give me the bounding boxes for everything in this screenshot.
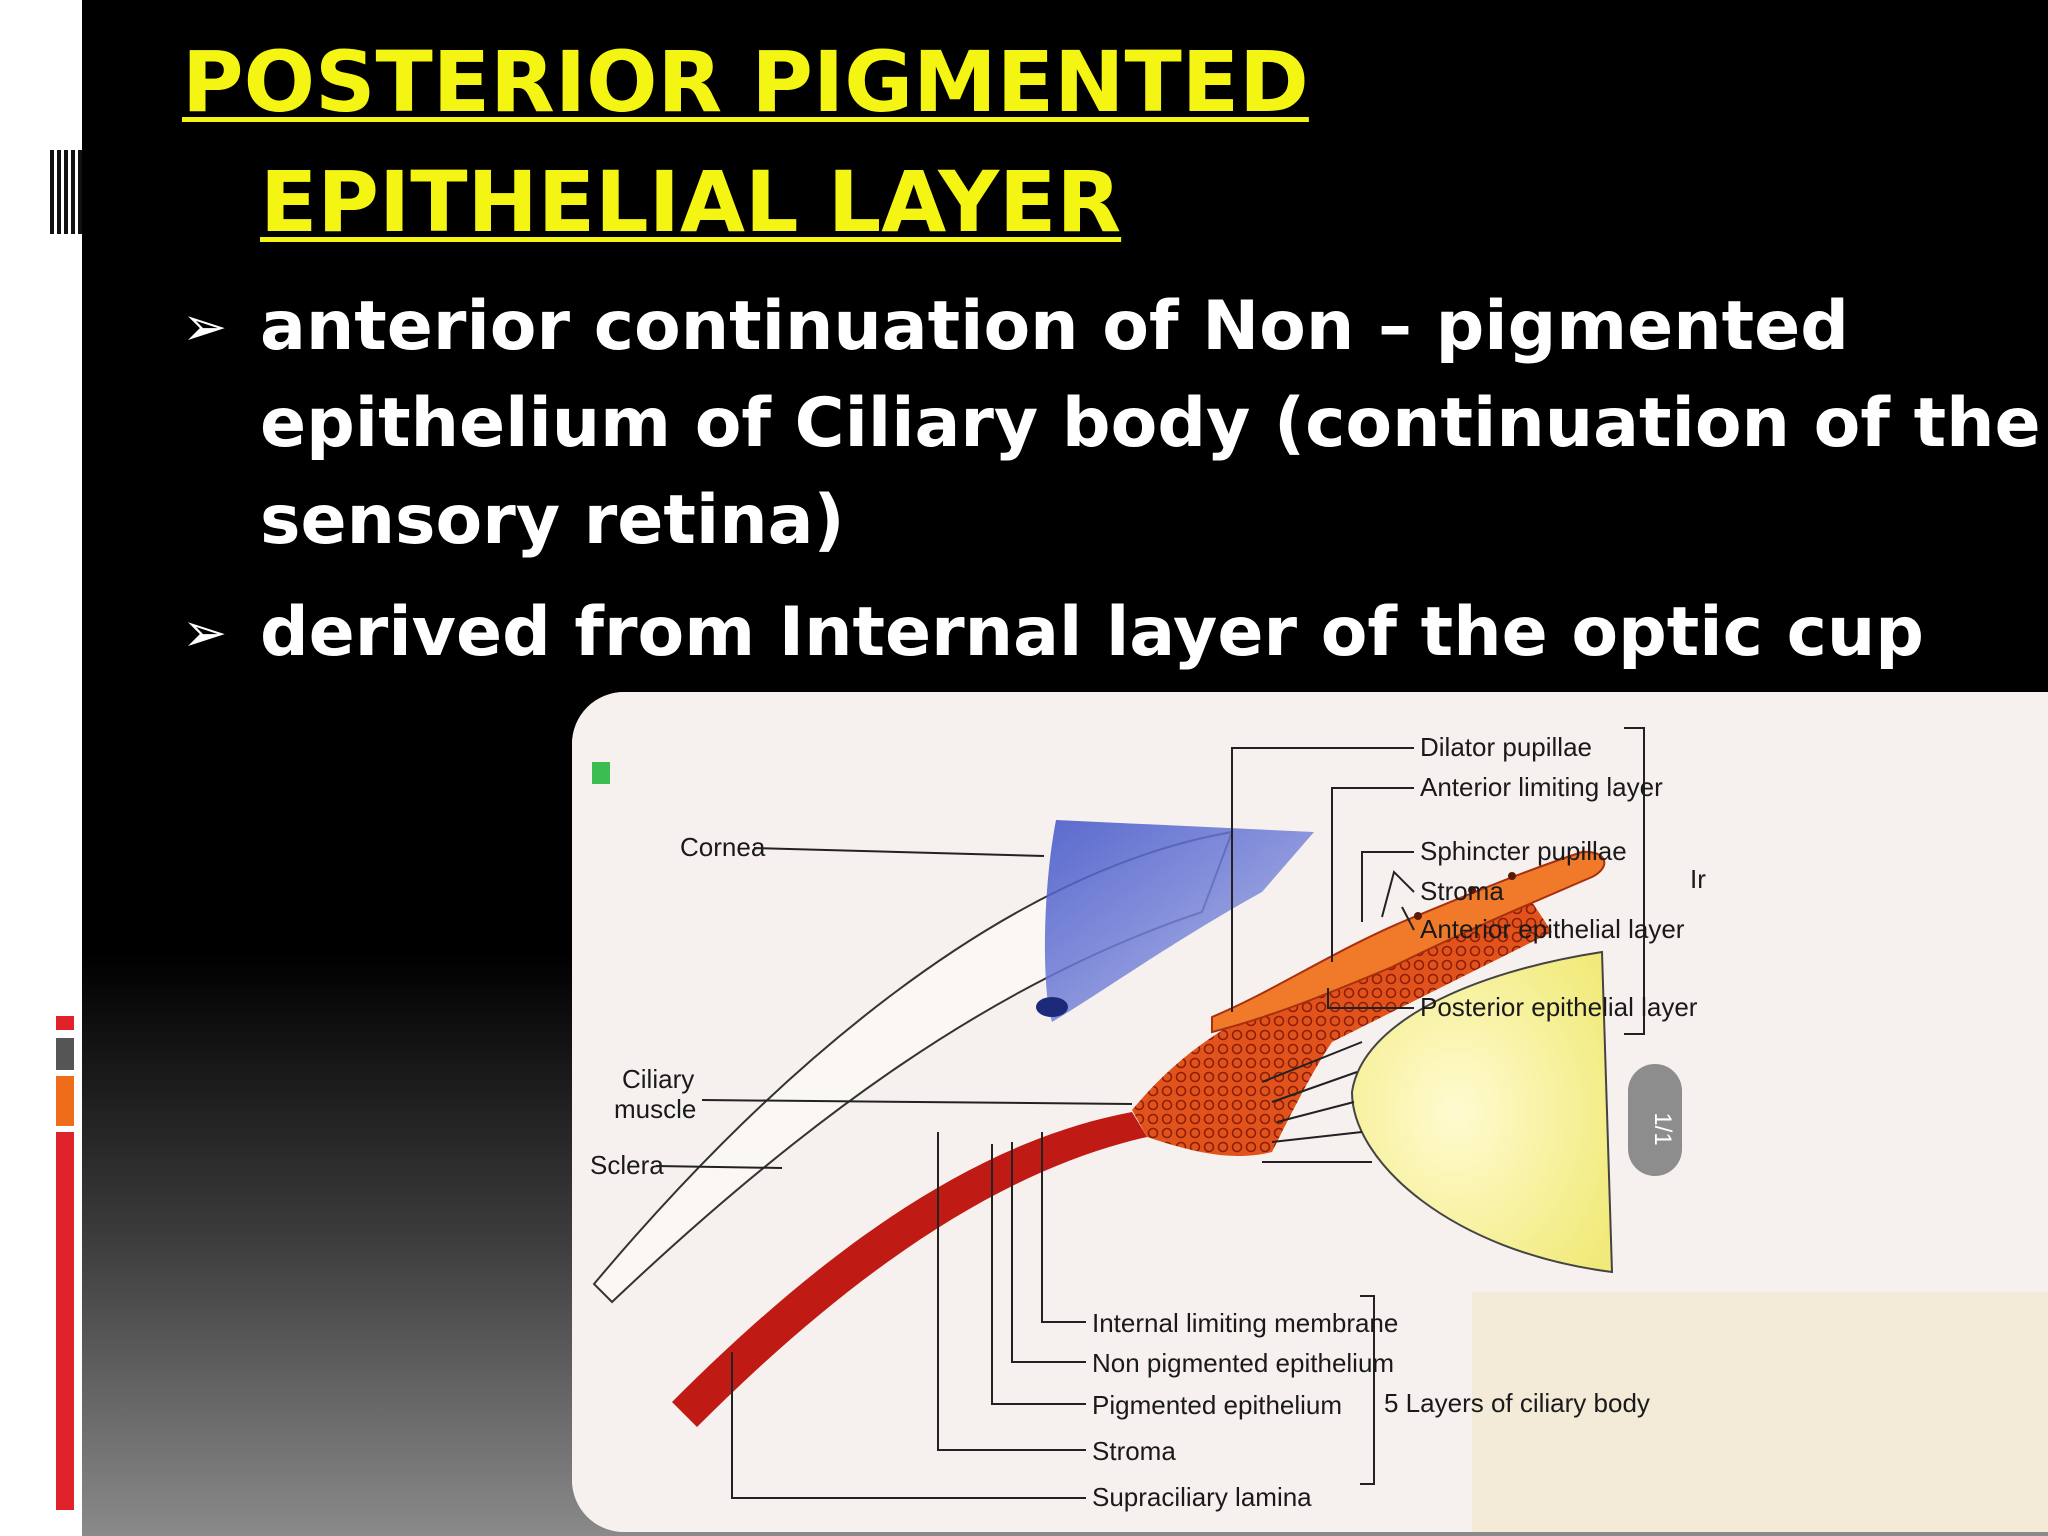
slide: POSTERIOR PIGMENTED EPITHELIAL LAYER ➢ a… [82, 0, 2048, 1536]
label-pigmented-epithelium: Pigmented epithelium [1092, 1390, 1342, 1420]
label-non-pigmented-epithelium: Non pigmented epithelium [1092, 1348, 1394, 1378]
leader-cornea [753, 847, 1045, 857]
leader-ciliary-muscle [701, 1099, 1133, 1105]
label-internal-limiting-membrane: Internal limiting membrane [1092, 1308, 1398, 1338]
left-decoration [0, 0, 82, 1536]
iris-dot [1468, 886, 1476, 894]
schlemm-canal [1036, 997, 1068, 1017]
ciliary-body [1132, 902, 1552, 1157]
iris-leaders [1231, 727, 1645, 1035]
arrow-bullet-icon: ➢ [182, 295, 228, 358]
red-bar [56, 1132, 74, 1510]
slide-title: POSTERIOR PIGMENTED EPITHELIAL LAYER [182, 22, 1309, 262]
label-dilator-pupillae: Dilator pupillae [1420, 732, 1592, 762]
label-ciliary-muscle-2: muscle [614, 1094, 696, 1124]
label-ciliary-muscle-1: Ciliary [622, 1064, 694, 1094]
cornea-shape [1044, 820, 1314, 1022]
ciliary-leaders [731, 1132, 1375, 1499]
red-marker [56, 1016, 74, 1030]
label-stroma-iris: Stroma [1420, 876, 1504, 906]
lens [1350, 950, 1614, 1274]
bullet-2-line-1: derived from Internal layer of the optic… [260, 593, 1924, 672]
arrow-bullet-icon: ➢ [182, 601, 228, 664]
label-cornea: Cornea [680, 832, 766, 862]
barcode-decoration [50, 150, 82, 234]
iris-dot [1414, 912, 1422, 920]
label-anterior-epithelial-layer: Anterior epithelial layer [1420, 914, 1685, 944]
page-badge-text: 1/1 [1649, 1112, 1676, 1145]
bullet-1-line-1: anterior continuation of Non – pigmented [260, 287, 1849, 366]
label-sphincter-pupillae: Sphincter pupillae [1420, 836, 1627, 866]
label-anterior-limiting-layer: Anterior limiting layer [1420, 772, 1663, 802]
ciliary-body-diagram: Cornea Ciliary muscle Sclera Dilator pup… [572, 692, 2048, 1532]
diagram-svg: Cornea Ciliary muscle Sclera Dilator pup… [572, 692, 2048, 1532]
page-badge [1628, 1064, 1682, 1176]
label-five-layers: 5 Layers of ciliary body [1384, 1388, 1650, 1418]
zonule-fibres [1261, 1041, 1372, 1163]
label-supraciliary-lamina: Supraciliary lamina [1092, 1482, 1312, 1512]
paper-stain [1472, 1292, 2048, 1532]
title-line-1: POSTERIOR PIGMENTED [182, 33, 1309, 131]
label-sclera: Sclera [590, 1150, 664, 1180]
label-iris-bracket: Ir [1690, 864, 1706, 894]
supraciliary-band [672, 1112, 1147, 1427]
title-line-2: EPITHELIAL LAYER [260, 153, 1122, 251]
green-mark [592, 762, 610, 784]
label-stroma-ciliary: Stroma [1092, 1436, 1176, 1466]
orange-marker [56, 1076, 74, 1126]
iris [1211, 850, 1606, 1034]
iris-dot [1508, 872, 1516, 880]
leader-sclera [655, 1165, 783, 1169]
label-posterior-epithelial-layer: Posterior epithelial layer [1420, 992, 1698, 1022]
gray-marker [56, 1038, 74, 1070]
bullet-1-line-3: sensory retina) [260, 481, 845, 560]
bullet-1-line-2: epithelium of Ciliary body (continuation… [260, 384, 2041, 463]
